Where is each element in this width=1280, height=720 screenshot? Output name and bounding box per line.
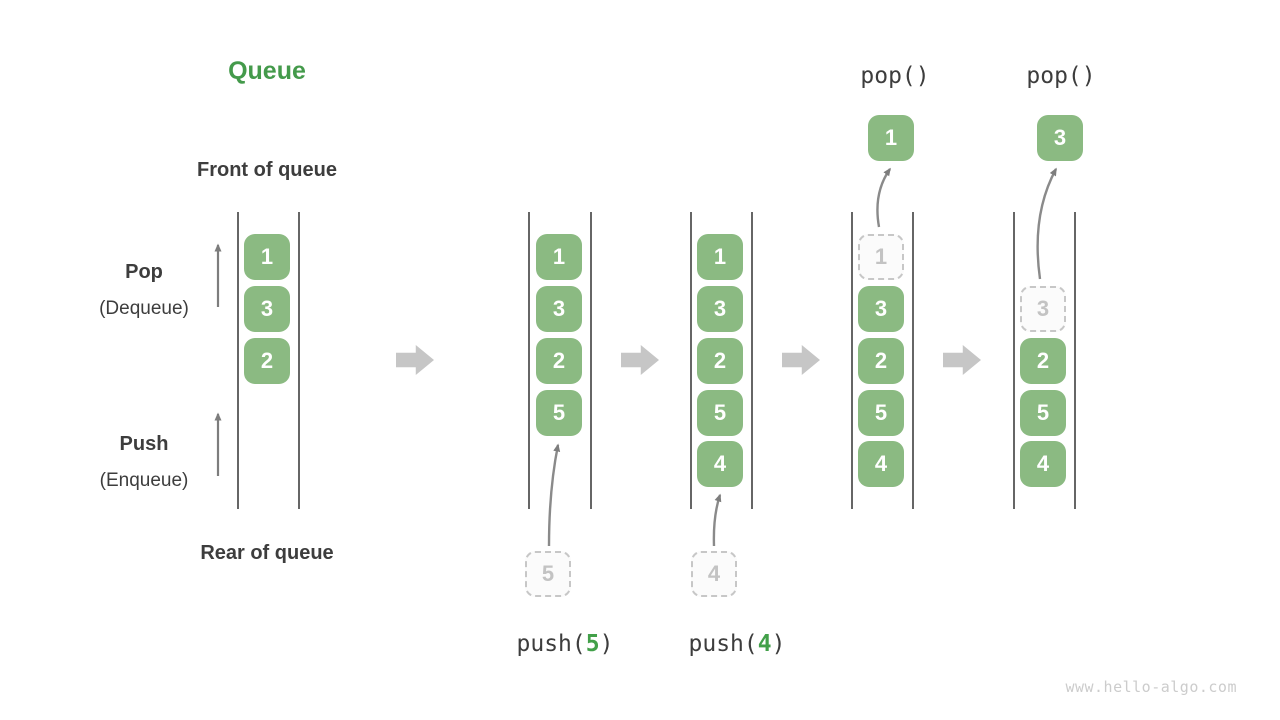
popped-element: 1 xyxy=(868,115,914,161)
queue-cell: 3 xyxy=(536,286,582,332)
pop-operation-label: pop() xyxy=(1026,63,1096,89)
watermark: www.hello-algo.com xyxy=(1065,678,1237,696)
queue-channel-line xyxy=(590,212,592,509)
popped-element: 3 xyxy=(1037,115,1083,161)
pop-3-arrow xyxy=(1036,167,1058,280)
queue-channel-line xyxy=(1013,212,1015,509)
queue-channel-line xyxy=(237,212,239,509)
pop-1-arrow xyxy=(876,167,891,228)
queue-cell: 2 xyxy=(697,338,743,384)
queue-cell: 5 xyxy=(1020,390,1066,436)
queue-channel-line xyxy=(528,212,530,509)
queue-channel-line xyxy=(690,212,692,509)
queue-cell: 3 xyxy=(858,286,904,332)
enqueue-label: (Enqueue) xyxy=(99,470,189,491)
queue-channel-line xyxy=(1074,212,1076,509)
push-5-operation-label: push(5) xyxy=(516,631,614,657)
staged-element: 4 xyxy=(691,551,737,597)
queue-cell: 4 xyxy=(697,441,743,487)
queue-cell: 5 xyxy=(858,390,904,436)
diagram-title: Queue xyxy=(228,57,306,85)
queue-cell: 2 xyxy=(1020,338,1066,384)
queue-channel-line xyxy=(851,212,853,509)
queue-cell: 2 xyxy=(244,338,290,384)
push-label: Push xyxy=(119,433,169,455)
queue-cell: 1 xyxy=(536,234,582,280)
queue-cell-removed: 1 xyxy=(858,234,904,280)
dequeue-label: (Dequeue) xyxy=(99,298,189,319)
pop-operation-label: pop() xyxy=(860,63,930,89)
queue-cell: 4 xyxy=(1020,441,1066,487)
queue-cell: 4 xyxy=(858,441,904,487)
queue-channel-line xyxy=(912,212,914,509)
front-of-queue-label: Front of queue xyxy=(197,159,337,181)
queue-cell: 2 xyxy=(858,338,904,384)
staged-element: 5 xyxy=(525,551,571,597)
queue-cell: 2 xyxy=(536,338,582,384)
pop-label: Pop xyxy=(125,261,163,283)
queue-channel-line xyxy=(298,212,300,509)
queue-cell: 1 xyxy=(244,234,290,280)
queue-cell: 3 xyxy=(244,286,290,332)
push-4-arrow xyxy=(712,493,722,547)
queue-cell: 3 xyxy=(697,286,743,332)
queue-channel-line xyxy=(751,212,753,509)
queue-cell: 5 xyxy=(536,390,582,436)
push-4-operation-label: push(4) xyxy=(688,631,786,657)
rear-of-queue-label: Rear of queue xyxy=(200,542,334,564)
push-5-arrow xyxy=(547,443,561,547)
queue-cell: 5 xyxy=(697,390,743,436)
queue-cell-removed: 3 xyxy=(1020,286,1066,332)
queue-cell: 1 xyxy=(697,234,743,280)
